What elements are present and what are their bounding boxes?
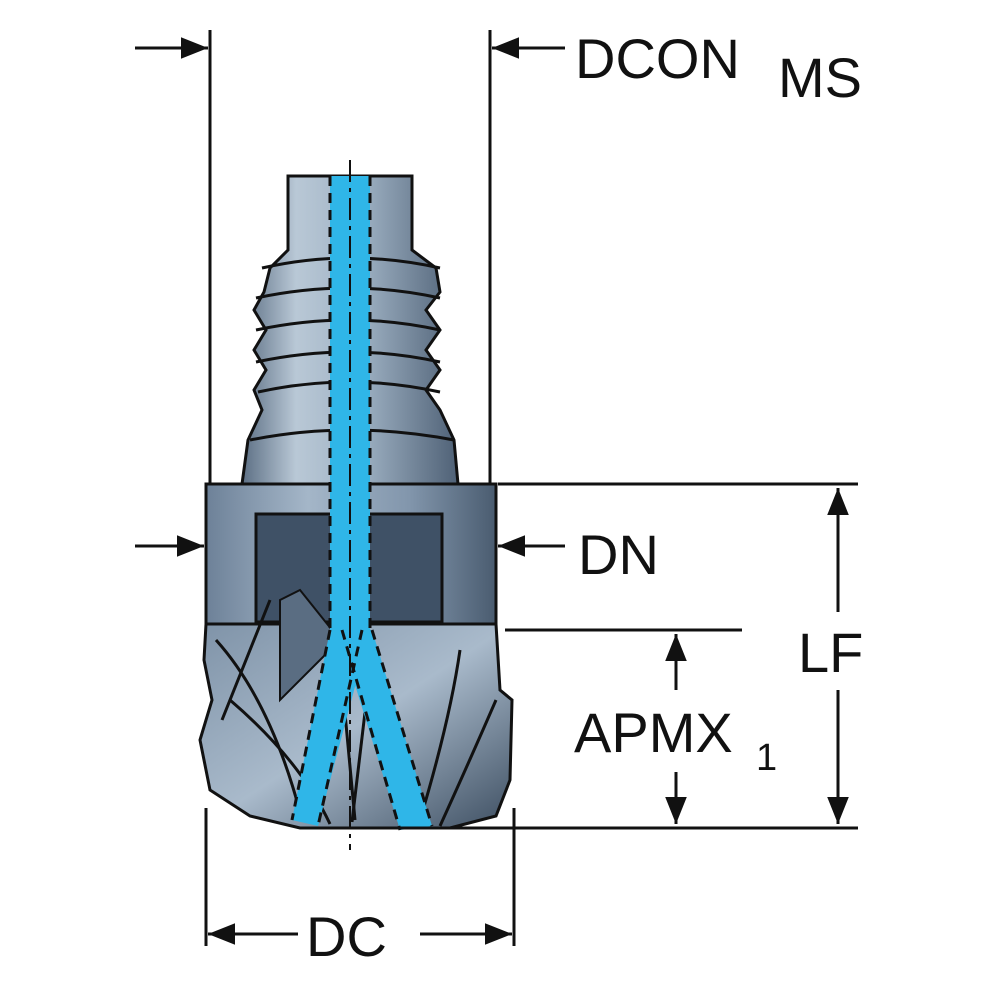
apmx-subscript: 1: [756, 737, 777, 779]
fluted-cutting-head: [198, 588, 514, 830]
dim-dn: DN: [135, 523, 659, 586]
dcon-subscript: MS: [778, 46, 862, 109]
apmx-label: APMX: [574, 701, 733, 764]
coolant-channels: [290, 176, 434, 831]
dim-apmx: APMX 1: [505, 628, 777, 824]
dim-dcon: DCON MS: [135, 27, 862, 484]
dim-lf: LF: [360, 482, 863, 830]
lf-label: LF: [798, 621, 863, 684]
dcon-label: DCON: [575, 27, 740, 90]
dc-label: DC: [306, 905, 387, 968]
dn-label: DN: [578, 523, 659, 586]
dim-dc: DC: [204, 808, 516, 968]
